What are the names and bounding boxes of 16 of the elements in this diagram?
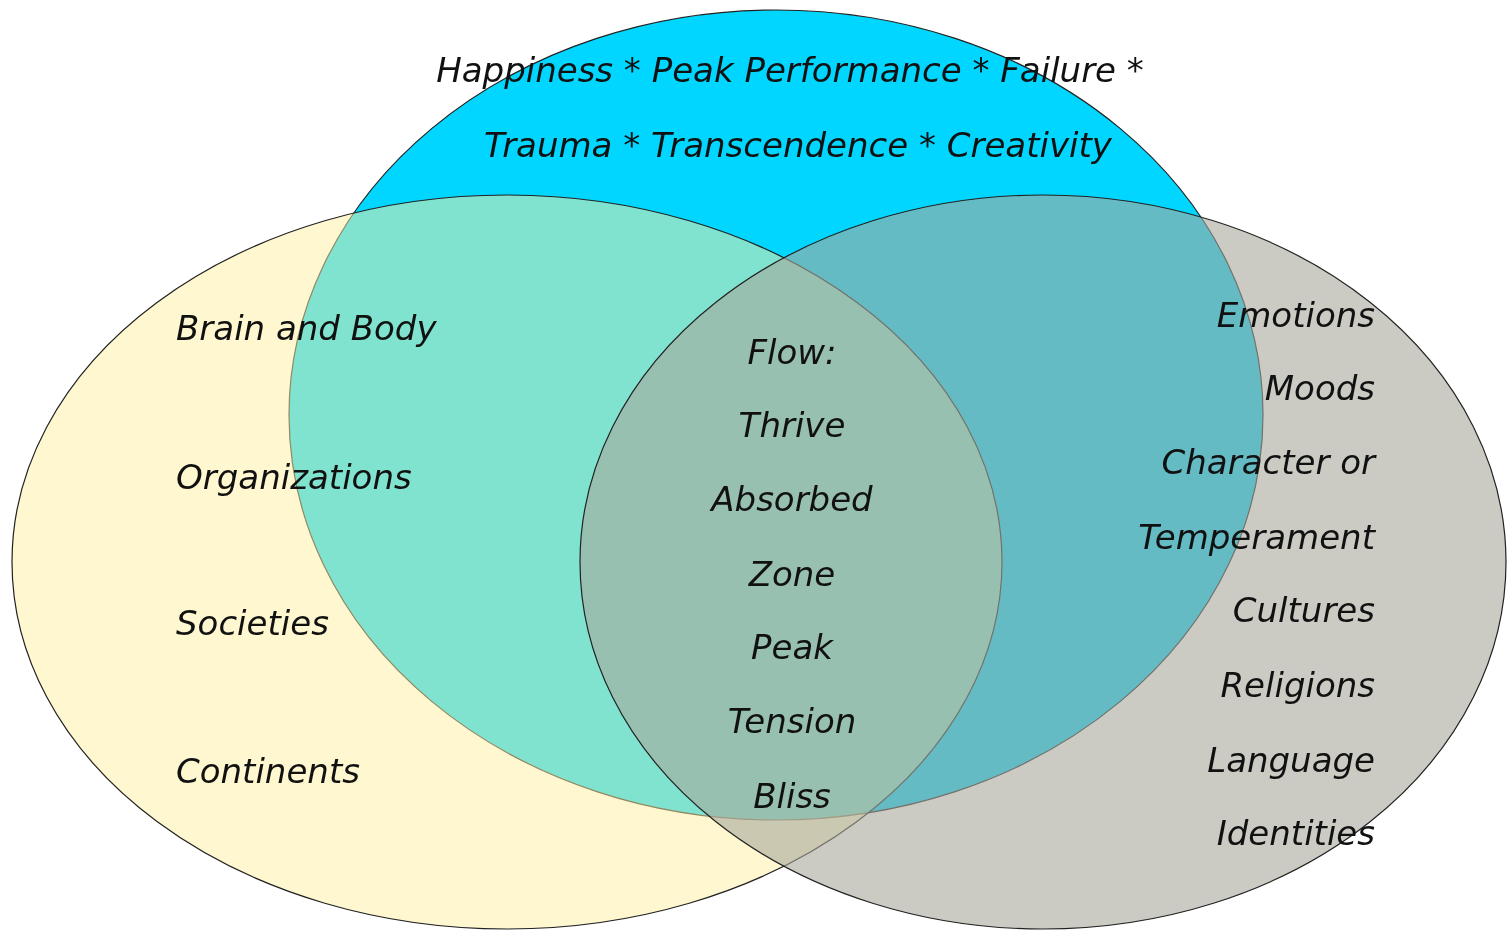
overlap-text: Flow: — [747, 332, 837, 372]
overlap-text: Thrive — [738, 405, 846, 445]
overlap-text: Peak — [751, 627, 833, 667]
circle-text: Societies — [176, 603, 329, 643]
circle-text: Religions — [1220, 665, 1375, 705]
circle-text: Cultures — [1232, 590, 1375, 630]
circle-text: Organizations — [176, 457, 412, 497]
overlap-text: Zone — [748, 554, 836, 594]
circle-text: Language — [1207, 740, 1375, 780]
circle-text: Emotions — [1216, 295, 1375, 335]
circle-text: Continents — [176, 751, 360, 791]
overlap-text: Absorbed — [711, 479, 873, 519]
overlap-text: Tension — [727, 701, 857, 741]
overlap-text: Bliss — [753, 776, 831, 816]
circle-text: Moods — [1264, 368, 1375, 408]
circle-text: Trauma * Transcendence * Creativity — [484, 125, 1112, 165]
